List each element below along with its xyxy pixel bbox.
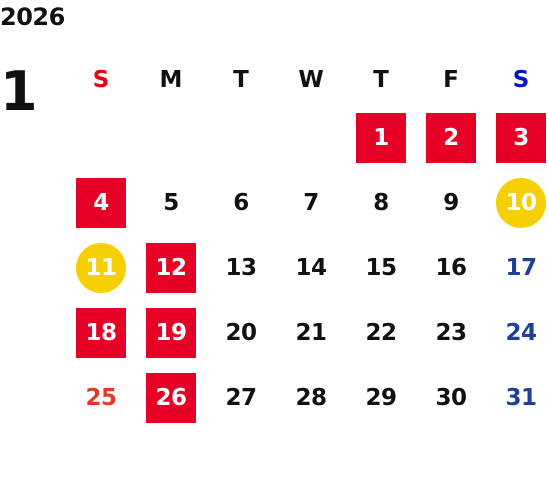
calendar-day-cell: 18 — [66, 300, 136, 365]
calendar-date[interactable]: 6 — [233, 189, 249, 216]
calendar-month: 1 — [0, 60, 38, 123]
calendar-date[interactable]: 27 — [225, 384, 257, 411]
calendar-day-cell: 10 — [486, 170, 548, 235]
calendar-day-cell: 16 — [416, 235, 486, 300]
calendar-day-cell: 26 — [136, 365, 206, 430]
calendar-day-cell: 25 — [66, 365, 136, 430]
calendar-date — [216, 113, 266, 163]
calendar-day-cell: 30 — [416, 365, 486, 430]
calendar-date[interactable]: 12 — [146, 242, 196, 293]
calendar-date[interactable]: 25 — [85, 384, 117, 411]
calendar-day-cell: 31 — [486, 365, 548, 430]
calendar-day-cell: 13 — [206, 235, 276, 300]
calendar-date — [76, 113, 126, 163]
calendar-year: 2026 — [0, 3, 65, 31]
calendar-date[interactable]: 10 — [496, 177, 546, 228]
calendar-date[interactable]: 28 — [295, 384, 327, 411]
calendar-day-cell: 29 — [346, 365, 416, 430]
calendar-date[interactable]: 31 — [505, 384, 537, 411]
calendar-week-row: 11 12 13 14 15 16 17 — [66, 235, 548, 300]
calendar-date[interactable]: 15 — [365, 254, 397, 281]
calendar-day-cell: 1 — [346, 105, 416, 170]
calendar-date[interactable]: 13 — [225, 254, 257, 281]
calendar-date[interactable]: 30 — [435, 384, 467, 411]
calendar-day-cell: 17 — [486, 235, 548, 300]
calendar-date[interactable]: 26 — [146, 372, 196, 423]
calendar-date[interactable]: 24 — [505, 319, 537, 346]
calendar-day-cell: 22 — [346, 300, 416, 365]
weekday-header-row: S M T W T F S — [66, 55, 548, 105]
calendar-day-cell: 3 — [486, 105, 548, 170]
calendar-date[interactable]: 18 — [76, 307, 126, 358]
calendar-day-cell: 23 — [416, 300, 486, 365]
calendar-day-cell: 21 — [276, 300, 346, 365]
calendar-date — [286, 113, 336, 163]
calendar-day-cell: 9 — [416, 170, 486, 235]
calendar-date[interactable]: 11 — [76, 242, 126, 293]
calendar-day-cell: 8 — [346, 170, 416, 235]
calendar-week-row: 18 19 20 21 22 23 24 — [66, 300, 548, 365]
calendar-date[interactable]: 5 — [163, 189, 179, 216]
weekday-friday: F — [443, 67, 459, 93]
calendar-day-cell: 4 — [66, 170, 136, 235]
weekday-thursday: T — [373, 67, 389, 93]
calendar-day-cell: 14 — [276, 235, 346, 300]
calendar-date[interactable]: 3 — [496, 112, 546, 163]
calendar-date[interactable]: 14 — [295, 254, 327, 281]
calendar-date[interactable]: 17 — [505, 254, 537, 281]
calendar-empty-cell — [136, 105, 206, 170]
calendar-day-cell: 11 — [66, 235, 136, 300]
calendar-date[interactable]: 16 — [435, 254, 467, 281]
calendar-empty-cell — [276, 105, 346, 170]
calendar-date[interactable]: 29 — [365, 384, 397, 411]
calendar-week-row: 4 5 6 7 8 9 10 — [66, 170, 548, 235]
calendar-date[interactable]: 2 — [426, 112, 476, 163]
calendar-day-cell: 20 — [206, 300, 276, 365]
calendar-day-cell: 15 — [346, 235, 416, 300]
calendar-day-cell: 27 — [206, 365, 276, 430]
calendar-day-cell: 6 — [206, 170, 276, 235]
calendar-empty-cell — [206, 105, 276, 170]
calendar-date[interactable]: 4 — [76, 177, 126, 228]
weekday-sunday: S — [92, 67, 110, 93]
calendar-date[interactable]: 20 — [225, 319, 257, 346]
calendar-date[interactable]: 22 — [365, 319, 397, 346]
calendar-day-cell: 24 — [486, 300, 548, 365]
calendar-day-cell: 12 — [136, 235, 206, 300]
calendar-day-cell: 19 — [136, 300, 206, 365]
calendar-date[interactable]: 7 — [303, 189, 319, 216]
weekday-saturday: S — [512, 67, 530, 93]
calendar-date[interactable]: 23 — [435, 319, 467, 346]
calendar-date[interactable]: 19 — [146, 307, 196, 358]
weekday-wednesday: W — [298, 67, 324, 93]
calendar-day-cell: 2 — [416, 105, 486, 170]
calendar-date[interactable]: 8 — [373, 189, 389, 216]
calendar-day-cell: 28 — [276, 365, 346, 430]
calendar-date — [146, 113, 196, 163]
calendar-week-row: 25 26 27 28 29 30 31 — [66, 365, 548, 430]
calendar-date[interactable]: 21 — [295, 319, 327, 346]
calendar-empty-cell — [66, 105, 136, 170]
calendar-day-cell: 7 — [276, 170, 346, 235]
weekday-tuesday: T — [233, 67, 249, 93]
weekday-monday: M — [159, 67, 183, 93]
calendar-day-cell: 5 — [136, 170, 206, 235]
calendar-date[interactable]: 1 — [356, 112, 406, 163]
calendar-date[interactable]: 9 — [443, 189, 459, 216]
